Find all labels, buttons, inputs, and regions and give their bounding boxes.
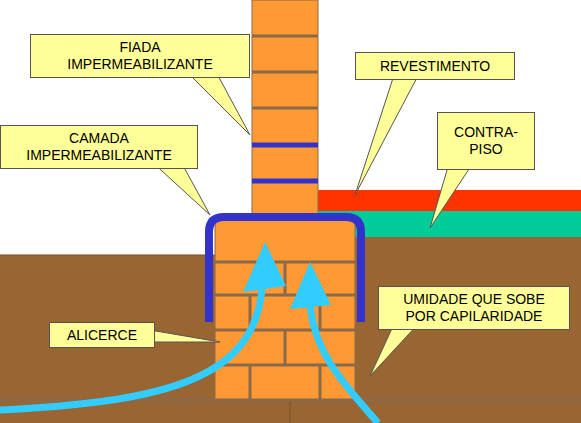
callout-box: REVESTIMENTO: [355, 52, 515, 80]
waterproof-layer: [209, 217, 361, 322]
callout-label: REVESTIMENTO: [380, 58, 490, 75]
foundation-mortar: [0, 262, 581, 400]
waterproof-course: [252, 143, 318, 148]
ground-line: [290, 400, 291, 423]
mortar-joints: [252, 36, 318, 108]
ground-line: [0, 255, 215, 256]
callout-box: CAMADA IMPERMEABILIZANTE: [0, 125, 198, 169]
callout-label: CONTRA- PISO: [450, 124, 522, 158]
arrowhead: [243, 242, 286, 292]
callout-box: ALICERCE: [49, 322, 155, 348]
callout-label: FIADA IMPERMEABILIZANTE: [56, 39, 224, 73]
callout-label: ALICERCE: [67, 327, 137, 344]
callout-label: UMIDADE QUE SOBE POR CAPILARIDADE: [392, 291, 557, 325]
callout-box: UMIDADE QUE SOBE POR CAPILARIDADE: [378, 286, 570, 330]
moisture-arrow: [310, 305, 378, 423]
arrowhead: [290, 262, 331, 309]
callout-pointers: [150, 70, 475, 376]
brick-wall: [252, 0, 318, 215]
callout-box: CONTRA- PISO: [437, 112, 535, 170]
ground: [355, 237, 581, 257]
callout-label: CAMADA IMPERMEABILIZANTE: [14, 130, 184, 164]
moisture-arrow: [0, 288, 262, 410]
waterproof-course: [252, 179, 318, 184]
callout-box: FIADA IMPERMEABILIZANTE: [30, 34, 250, 78]
